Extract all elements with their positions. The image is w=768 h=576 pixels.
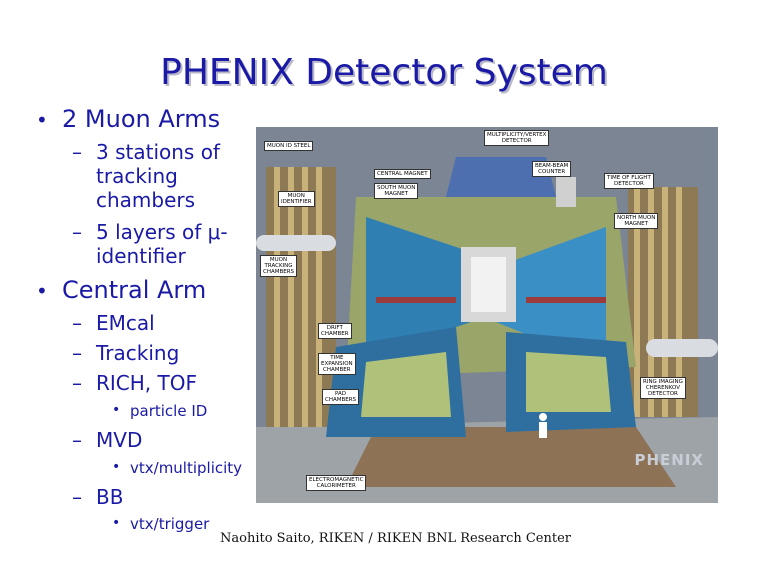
label-muon-id-steel: MUON ID STEEL xyxy=(264,141,314,151)
slide-footer: Naohito Saito, RIKEN / RIKEN BNL Researc… xyxy=(220,531,572,546)
label-north-muon-magnet: NORTH MUON MAGNET xyxy=(614,213,659,229)
sub-bullet-line: tracking xyxy=(96,164,178,188)
sub-bullet-line: 5 layers of μ- xyxy=(96,220,228,244)
bullet-dot: • xyxy=(36,108,48,132)
beam-pipe-left xyxy=(256,235,336,251)
label-south-muon-magnet: SOUTH MUON MAGNET xyxy=(374,183,419,199)
drift-chamber xyxy=(361,352,451,417)
multiplicity-vertex-detector xyxy=(446,157,556,197)
sub-sub-bullet-vtx-trigger: vtx/trigger xyxy=(130,515,210,533)
muon-tracking-chamber xyxy=(526,297,606,303)
bullet-central-arm: Central Arm xyxy=(62,276,207,304)
phenix-logo: PHENIX xyxy=(634,451,704,469)
dash-marker: – xyxy=(72,341,82,365)
sub-bullet-tracking: Tracking xyxy=(96,341,180,365)
detector-drawing xyxy=(256,157,718,503)
bullet-dot: • xyxy=(112,402,121,418)
south-muon-magnet xyxy=(366,217,486,357)
dash-marker: – xyxy=(72,428,82,452)
label-ring-imaging-cherenkov: RING IMAGING CHERENKOV DETECTOR xyxy=(640,377,686,399)
sub-sub-bullet-vtx-multiplicity: vtx/multiplicity xyxy=(130,459,243,477)
sub-bullet-line: identifier xyxy=(96,244,186,268)
phenix-detector-illustration: MUON ID STEEL MULTIPLICITY/VERTEX DETECT… xyxy=(256,127,718,503)
label-time-expansion-chamber: TIME EXPANSION CHAMBER xyxy=(318,353,356,375)
beam-pipe-right xyxy=(646,339,718,357)
label-multiplicity-vertex-detector: MULTIPLICITY/VERTEX DETECTOR xyxy=(484,130,550,146)
label-electromagnetic-calorimeter: ELECTROMAGNETIC CALORIMETER xyxy=(306,475,367,491)
muon-tracking-chamber xyxy=(376,297,456,303)
beam-beam-counter xyxy=(556,177,576,207)
sub-bullet-emcal: EMcal xyxy=(96,311,155,335)
pad-chambers xyxy=(526,352,611,412)
dash-marker: – xyxy=(72,311,82,335)
label-beam-beam-counter: BEAM-BEAM COUNTER xyxy=(532,161,572,177)
dash-marker: – xyxy=(72,371,82,395)
sub-bullet-mvd: MVD xyxy=(96,428,143,452)
dash-marker: – xyxy=(72,220,82,244)
label-pad-chambers: PAD CHAMBERS xyxy=(322,389,360,405)
bullet-dot: • xyxy=(112,515,121,531)
slide-title: PHENIX Detector System xyxy=(160,52,608,93)
sub-bullet-rich-tof: RICH, TOF xyxy=(96,371,197,395)
label-time-of-flight-detector: TIME OF FLIGHT DETECTOR xyxy=(604,173,654,189)
dash-marker: – xyxy=(72,485,82,509)
magnet-pole xyxy=(471,257,506,312)
left-muon-steel xyxy=(266,167,336,427)
bullet-dot: • xyxy=(36,279,48,303)
dash-marker: – xyxy=(72,140,82,164)
label-muon-tracking-chambers: MUON TRACKING CHAMBERS xyxy=(260,255,298,277)
sub-bullet-line: 3 stations of xyxy=(96,140,220,164)
label-muon-identifier: MUON IDENTIFIER xyxy=(278,191,315,207)
person-silhouette xyxy=(539,413,547,438)
bullet-muon-arms: 2 Muon Arms xyxy=(62,105,221,133)
bullet-dot: • xyxy=(112,459,121,475)
sub-bullet-line: chambers xyxy=(96,188,196,212)
sub-sub-bullet-particle-id: particle ID xyxy=(130,402,208,420)
label-central-magnet: CENTRAL MAGNET xyxy=(374,169,431,179)
floor-rails xyxy=(346,427,676,487)
sub-bullet-bb: BB xyxy=(96,485,124,509)
label-drift-chamber: DRIFT CHAMBER xyxy=(318,323,352,339)
